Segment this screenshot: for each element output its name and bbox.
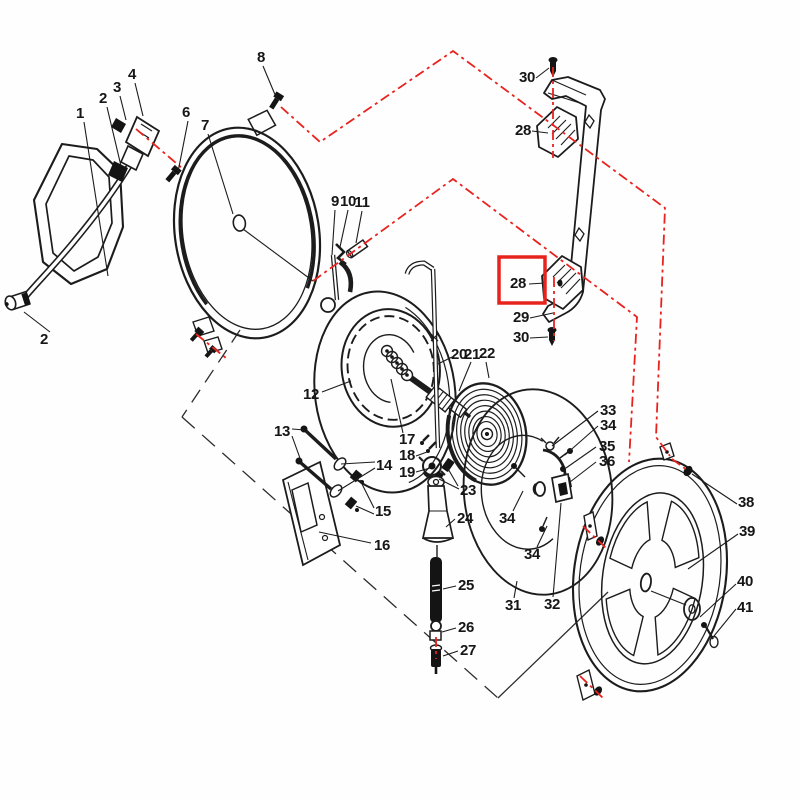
part-label-34: 34 bbox=[600, 417, 617, 434]
recoil-spring bbox=[445, 382, 528, 486]
rope-end-fitting bbox=[4, 290, 31, 311]
part-label-22: 22 bbox=[479, 345, 495, 362]
rope-ferrule bbox=[108, 161, 128, 182]
part-label-30: 30 bbox=[519, 69, 535, 86]
part-label-11: 11 bbox=[354, 194, 369, 211]
spring-bolt bbox=[429, 644, 443, 674]
part-label-14: 14 bbox=[376, 457, 393, 474]
part-label-20: 20 bbox=[451, 346, 467, 363]
part-label-36: 36 bbox=[599, 453, 615, 470]
clip-28-top bbox=[536, 106, 579, 158]
part-label-18: 18 bbox=[399, 447, 415, 464]
part-label-9: 9 bbox=[331, 193, 339, 210]
screw-6 bbox=[165, 164, 182, 183]
part-label-40: 40 bbox=[737, 573, 753, 590]
part-label-26: 26 bbox=[458, 619, 474, 636]
part-label-35: 35 bbox=[599, 438, 615, 455]
part-label-13: 13 bbox=[274, 423, 290, 440]
phantom-plane-lines bbox=[181, 329, 609, 699]
part-label-4: 4 bbox=[128, 66, 137, 83]
highlight-box[interactable] bbox=[497, 255, 547, 305]
part-label-2: 2 bbox=[99, 90, 107, 107]
part-label-27: 27 bbox=[460, 642, 476, 659]
part-label-34: 34 bbox=[524, 546, 541, 563]
rope-anchor bbox=[108, 115, 161, 182]
part-label-16: 16 bbox=[374, 537, 390, 554]
part-label-21: 21 bbox=[464, 346, 480, 363]
part-label-29: 29 bbox=[513, 309, 529, 326]
cover-center-line bbox=[242, 228, 314, 282]
part-label-25: 25 bbox=[458, 577, 474, 594]
guide-rod bbox=[404, 260, 441, 449]
part-label-17: 17 bbox=[399, 431, 415, 448]
part-label-28: 28 bbox=[515, 122, 531, 139]
part-label-41: 41 bbox=[737, 599, 753, 616]
part-label-39: 39 bbox=[739, 523, 755, 540]
bracket-plate bbox=[281, 460, 342, 567]
anchor-nut bbox=[111, 118, 126, 133]
part-label-3: 3 bbox=[113, 79, 121, 96]
hub-pointer-line bbox=[650, 590, 687, 606]
screw-8 bbox=[269, 91, 285, 110]
part-label-7: 7 bbox=[201, 117, 209, 134]
washer-40 bbox=[683, 597, 701, 621]
part-label-1: 1 bbox=[76, 105, 84, 122]
part-label-38: 38 bbox=[738, 494, 754, 511]
part-label-19: 19 bbox=[399, 464, 415, 481]
pawl-retainer bbox=[551, 472, 573, 504]
pawl-pin-parts bbox=[320, 238, 369, 313]
part-label-12: 12 bbox=[303, 386, 319, 403]
part-label-30: 30 bbox=[513, 329, 529, 346]
part-label-23: 23 bbox=[460, 482, 476, 499]
leader-lines bbox=[23, 65, 739, 657]
ratchet-disc bbox=[462, 388, 614, 596]
part-label-2: 2 bbox=[40, 331, 48, 348]
part-label-33: 33 bbox=[600, 402, 616, 419]
starter-rope bbox=[23, 161, 134, 299]
part-label-8: 8 bbox=[257, 49, 265, 66]
tension-spring bbox=[430, 557, 442, 623]
fan-cover bbox=[172, 109, 322, 340]
part-label-28-highlighted[interactable]: 28 bbox=[510, 275, 526, 292]
reel-center-rings bbox=[380, 344, 414, 382]
part-label-31: 31 bbox=[505, 597, 521, 614]
part-label-10: 10 bbox=[340, 193, 356, 210]
spring-link bbox=[429, 620, 442, 641]
part-label-6: 6 bbox=[182, 104, 190, 121]
grip-bushing bbox=[421, 475, 455, 557]
part-label-24: 24 bbox=[457, 510, 474, 527]
alignment-lines bbox=[135, 49, 688, 700]
part-label-15: 15 bbox=[375, 503, 391, 520]
ratchet-center-hole bbox=[532, 481, 546, 497]
screw-30-bottom bbox=[547, 327, 557, 346]
part-label-32: 32 bbox=[544, 596, 560, 613]
starter-handle bbox=[32, 142, 125, 286]
part-label-34: 34 bbox=[499, 510, 516, 527]
screw-41 bbox=[701, 622, 719, 649]
